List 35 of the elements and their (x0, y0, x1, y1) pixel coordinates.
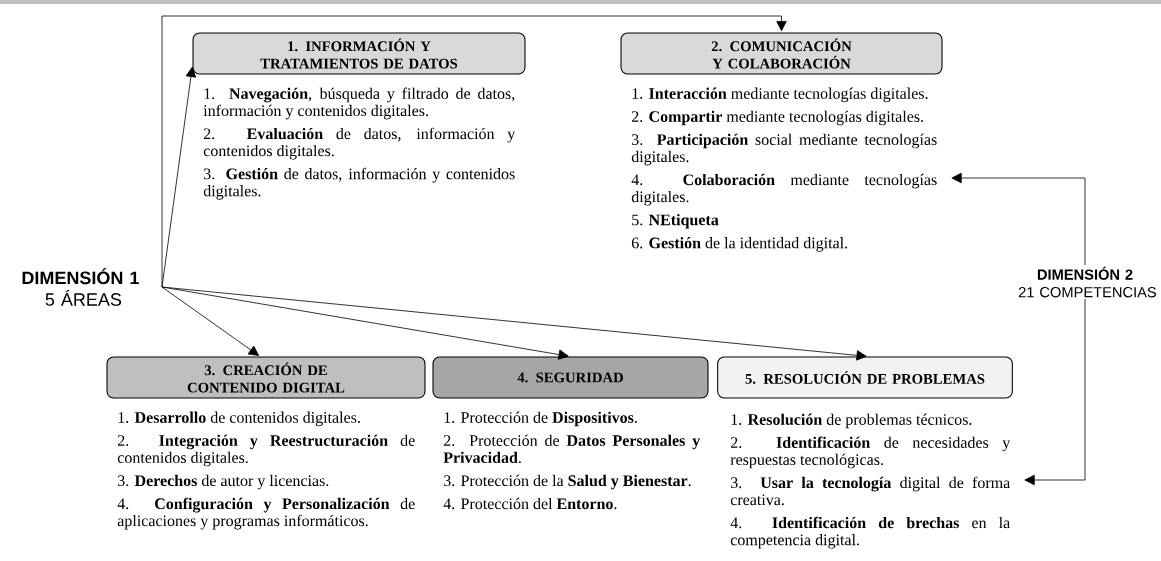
competence-item: 3. Protección de la Salud y Bienestar. (444, 474, 691, 490)
competence-item: 1. Protección de Dispositivos. (444, 411, 637, 427)
competence-item: 3. Gestión de datos, información y contenidos digitales. (203, 167, 515, 200)
competence-item: 6. Gestión de la identidad digital. (631, 237, 848, 252)
competence-item: 3. Usar la tecnología digital de forma creativa. (730, 476, 1011, 506)
competence-item: 3. Derechos de autor y licencias. (118, 474, 329, 490)
competence-item: 2. Identificación de necesidades y respuestas tecnológicas. (730, 436, 1011, 469)
arrow (1024, 298, 1086, 486)
area-header-box: 1. INFORMACIÓN Y TRATAMIENTOS DE DATOS (192, 32, 526, 75)
area-header-box: 3. CREACIÓN DE CONTENIDO DIGITAL (106, 356, 426, 399)
arrow (161, 15, 787, 288)
arrow (951, 172, 1086, 266)
dimension-subtitle: 5 ÁREAS (45, 290, 122, 306)
competence-item: 4. Configuración y Personalización de aplicaciones y programas informáticos. (117, 497, 415, 530)
competence-item: 2. Integración y Reestructuración de contenidos digitales. (117, 434, 415, 467)
arrow (161, 286, 867, 361)
competence-item: 4. Protección del Entorno. (443, 497, 617, 510)
dimension-subtitle: 21 COMPETENCIAS (1018, 287, 1157, 298)
competence-item: 1. Interacción mediante tecnologías digitales. (632, 87, 928, 103)
competence-item: 1. Desarrollo de contenidos digitales. (118, 411, 360, 427)
area-header-box: 2. COMUNICACIÓN Y COLABORACIÓN (620, 32, 943, 75)
competence-item: 2. Evaluación de datos, información y contenidos digitales. (203, 127, 516, 160)
arrow (161, 286, 259, 356)
competence-item: 1. Resolución de problemas técnicos. (731, 413, 972, 429)
competence-item: 4. Colaboración mediante tecnologías digitales. (631, 173, 937, 206)
competence-item: 4. Identificación de brechas en la competencia digital. (730, 516, 1010, 549)
area-header-box: 5. RESOLUCIÓN DE PROBLEMAS (717, 356, 1013, 399)
competence-item: 2. Compartir mediante tecnologías digitales. (631, 110, 923, 126)
dimension-title: DIMENSIÓN 2 (1037, 266, 1133, 280)
competence-item: 1. Navegación, búsqueda y filtrado de datos, información y contenidos digitales. (203, 87, 515, 120)
competence-item: 2. Protección de Datos Personales y Privacidad. (443, 434, 701, 464)
area-header-box: 4. SEGURIDAD (432, 356, 709, 399)
dimension-title: DIMENSIÓN 1 (22, 268, 139, 285)
competence-item: 5. NEtiqueta (632, 214, 719, 229)
competence-item: 3. Participación social mediante tecnologías digitales. (631, 133, 937, 166)
